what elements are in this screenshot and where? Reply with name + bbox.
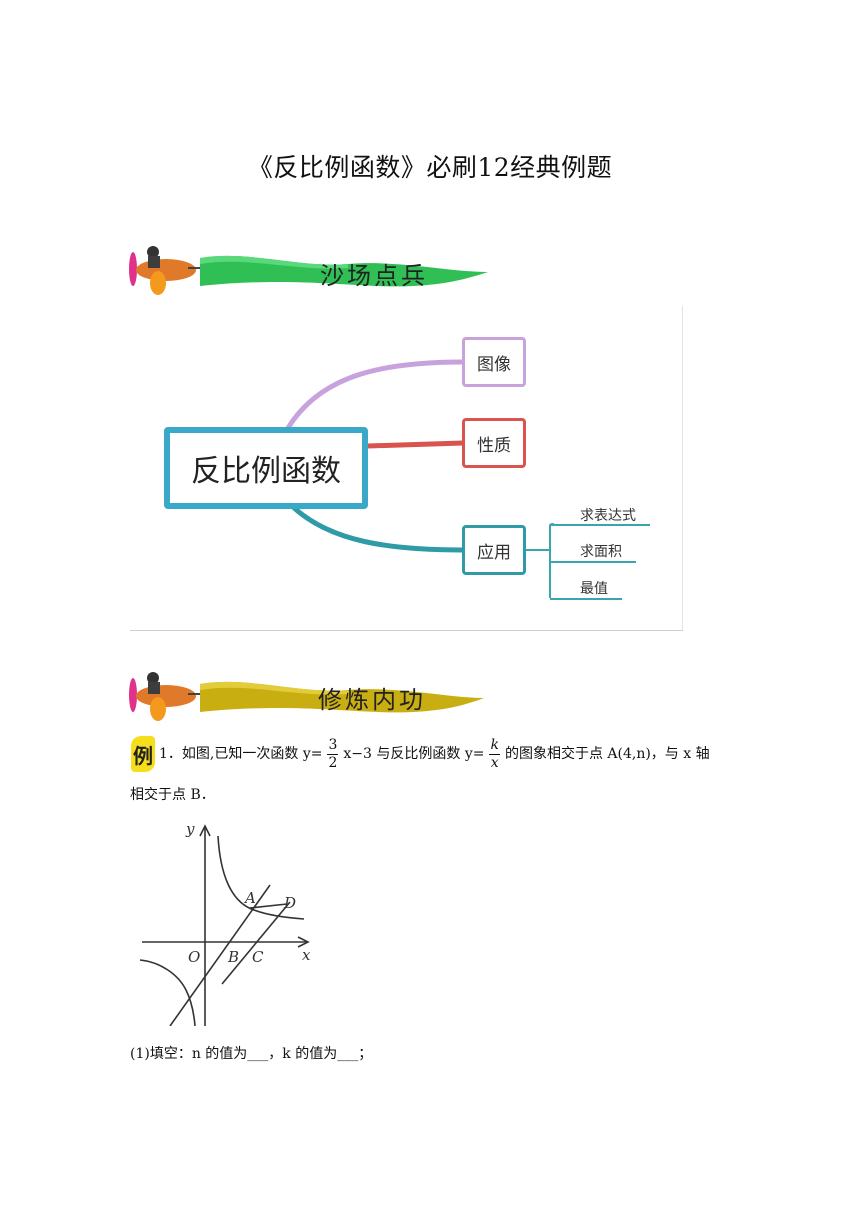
airplane-icon	[129, 672, 484, 721]
mindmap-node-application: 应用	[462, 525, 526, 575]
point-label-B: B	[227, 948, 239, 966]
example1-line2: 相交于点 B．	[130, 787, 215, 803]
mindmap-root: 反比例函数	[164, 427, 368, 509]
mindmap-node-image: 图像	[462, 337, 526, 387]
fraction-numerator: k	[489, 736, 500, 755]
mindmap-connectors	[285, 359, 555, 598]
text-segment: 的图象相交于点 A(4,n)，与 x 轴	[504, 746, 710, 762]
fraction-numerator: 3	[327, 736, 339, 755]
question-1: (1)填空：n 的值为___，k 的值为___；	[130, 1046, 373, 1062]
example-number: 1．	[159, 746, 182, 762]
axis-label-x: x	[302, 946, 311, 964]
mindmap-leaf: 求面积	[580, 544, 622, 560]
section-banner-1: 沙场点兵	[128, 238, 498, 298]
section-banner-2: 修炼内功	[128, 664, 498, 724]
example-badge: 例	[131, 736, 155, 772]
leaf-underline	[550, 561, 636, 563]
point-label-D: D	[283, 894, 296, 912]
text-segment: 如图,已知一次函数 y=	[181, 746, 323, 762]
leaf-underline	[550, 524, 650, 526]
banner-label-2: 修炼内功	[318, 686, 426, 714]
banner-label-1: 沙场点兵	[320, 262, 428, 290]
mindmap-leaf: 求表达式	[580, 508, 636, 524]
axis-label-y: y	[185, 820, 195, 838]
text-segment: x−3 与反比例函数 y=	[343, 746, 485, 762]
fraction-denominator: x	[490, 754, 499, 771]
point-label-O: O	[188, 948, 200, 966]
fraction-denominator: 2	[328, 754, 338, 771]
mindmap-leaf: 最值	[580, 581, 608, 597]
point-label-C: C	[252, 948, 264, 966]
document-title: 《反比例函数》必刷12经典例题	[247, 153, 613, 182]
function-graph-figure: y x O A B C D	[139, 820, 311, 1026]
mindmap-node-property: 性质	[462, 418, 526, 468]
point-label-A: A	[243, 889, 256, 907]
leaf-underline	[550, 598, 622, 600]
airplane-icon	[129, 246, 488, 295]
mindmap-frame	[130, 306, 683, 631]
